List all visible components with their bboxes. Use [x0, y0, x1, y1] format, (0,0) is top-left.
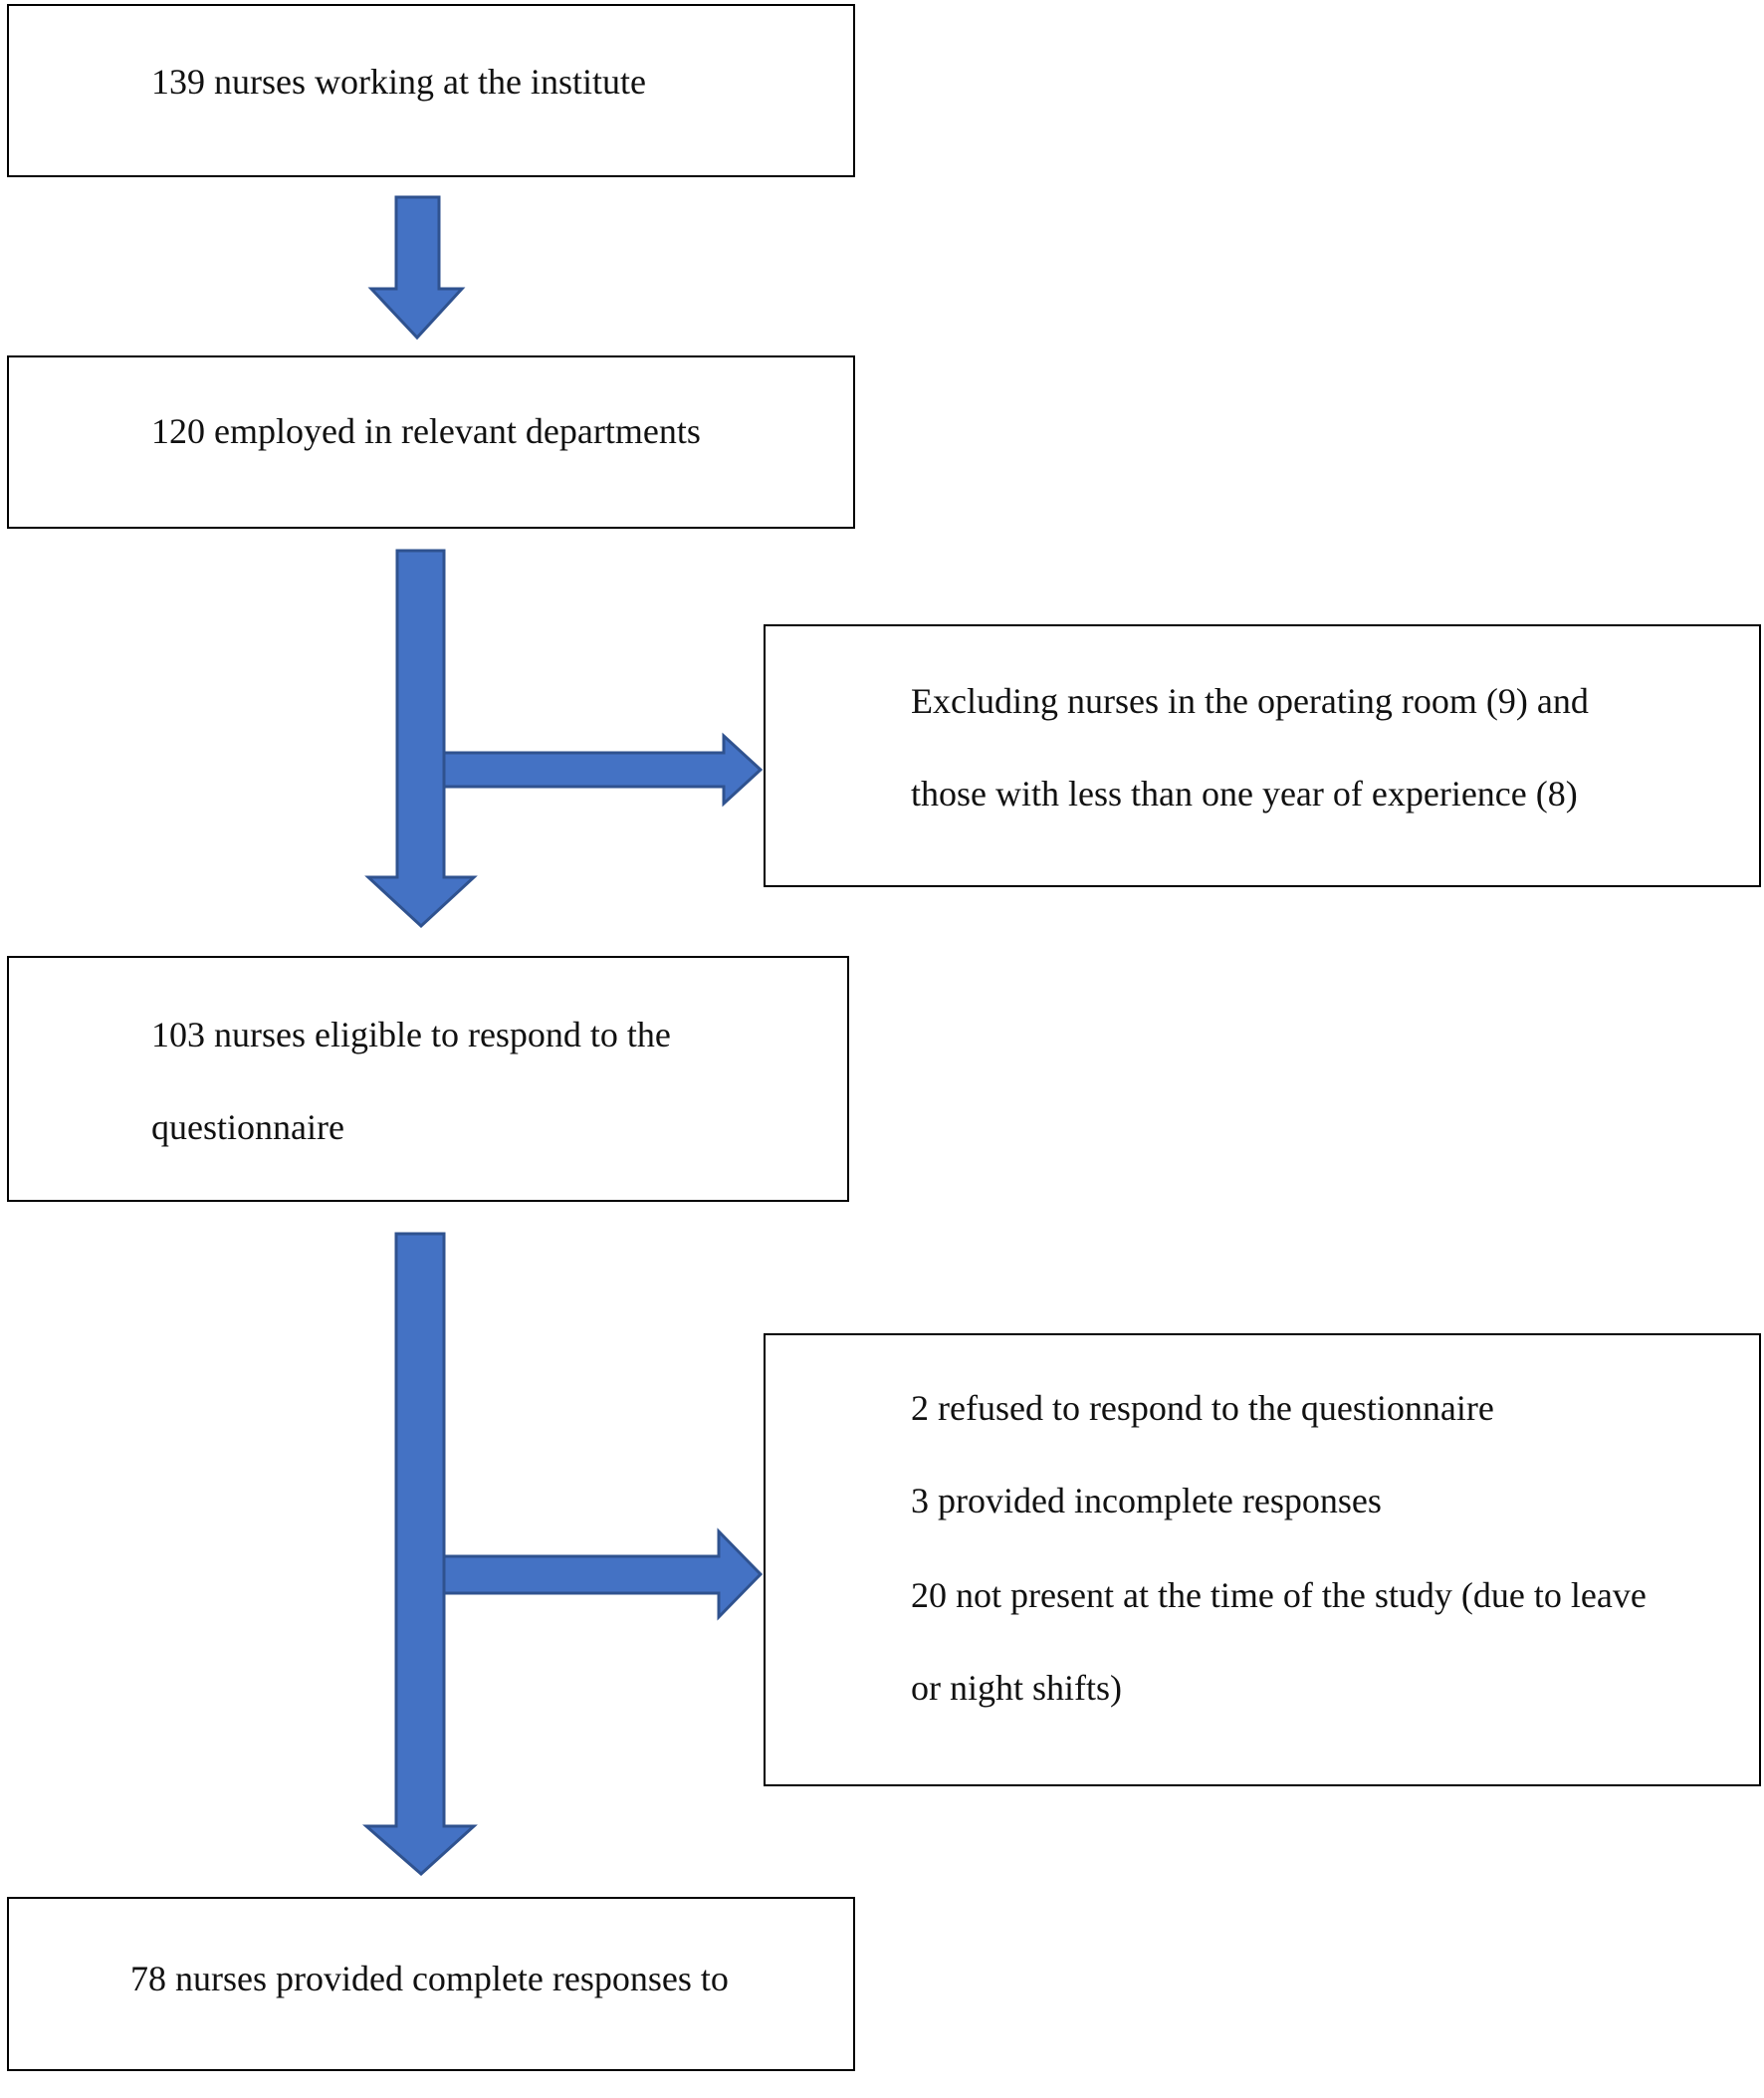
box-exclusion-1-line-2: those with less than one year of experie…: [911, 774, 1578, 814]
box-eligible-nurses-line-1: 103 nurses eligible to respond to the: [151, 1015, 671, 1054]
box-exclusion-2: 2 refused to respond to the questionnair…: [764, 1333, 1761, 1786]
box-exclusion-2-line-3: 20 not present at the time of the study …: [911, 1575, 1647, 1615]
box-complete-responses: 78 nurses provided complete responses to: [7, 1897, 855, 2071]
box-eligible-nurses-line-2: questionnaire: [151, 1107, 344, 1147]
down-arrow-3: [362, 1232, 478, 1877]
box-exclusion-2-line-1: 2 refused to respond to the questionnair…: [911, 1388, 1494, 1428]
branch-arrow-2: [442, 1527, 764, 1621]
box-exclusion-2-line-2: 3 provided incomplete responses: [911, 1481, 1382, 1520]
down-arrow-2: [364, 549, 478, 929]
box-exclusion-1-line-1: Excluding nurses in the operating room (…: [911, 681, 1589, 721]
box-relevant-departments-line-1: 120 employed in relevant departments: [151, 411, 701, 451]
box-eligible-nurses: 103 nurses eligible to respond to the qu…: [7, 956, 849, 1202]
box-exclusion-1: Excluding nurses in the operating room (…: [764, 624, 1761, 887]
box-exclusion-2-line-4: or night shifts): [911, 1668, 1122, 1708]
box-total-nurses-line-1: 139 nurses working at the institute: [151, 62, 646, 102]
box-relevant-departments: 120 employed in relevant departments: [7, 355, 855, 529]
box-total-nurses: 139 nurses working at the institute: [7, 4, 855, 177]
box-complete-responses-line-1: 78 nurses provided complete responses to: [130, 1959, 729, 1998]
down-arrow-1: [367, 195, 466, 341]
branch-arrow-1: [442, 732, 764, 808]
